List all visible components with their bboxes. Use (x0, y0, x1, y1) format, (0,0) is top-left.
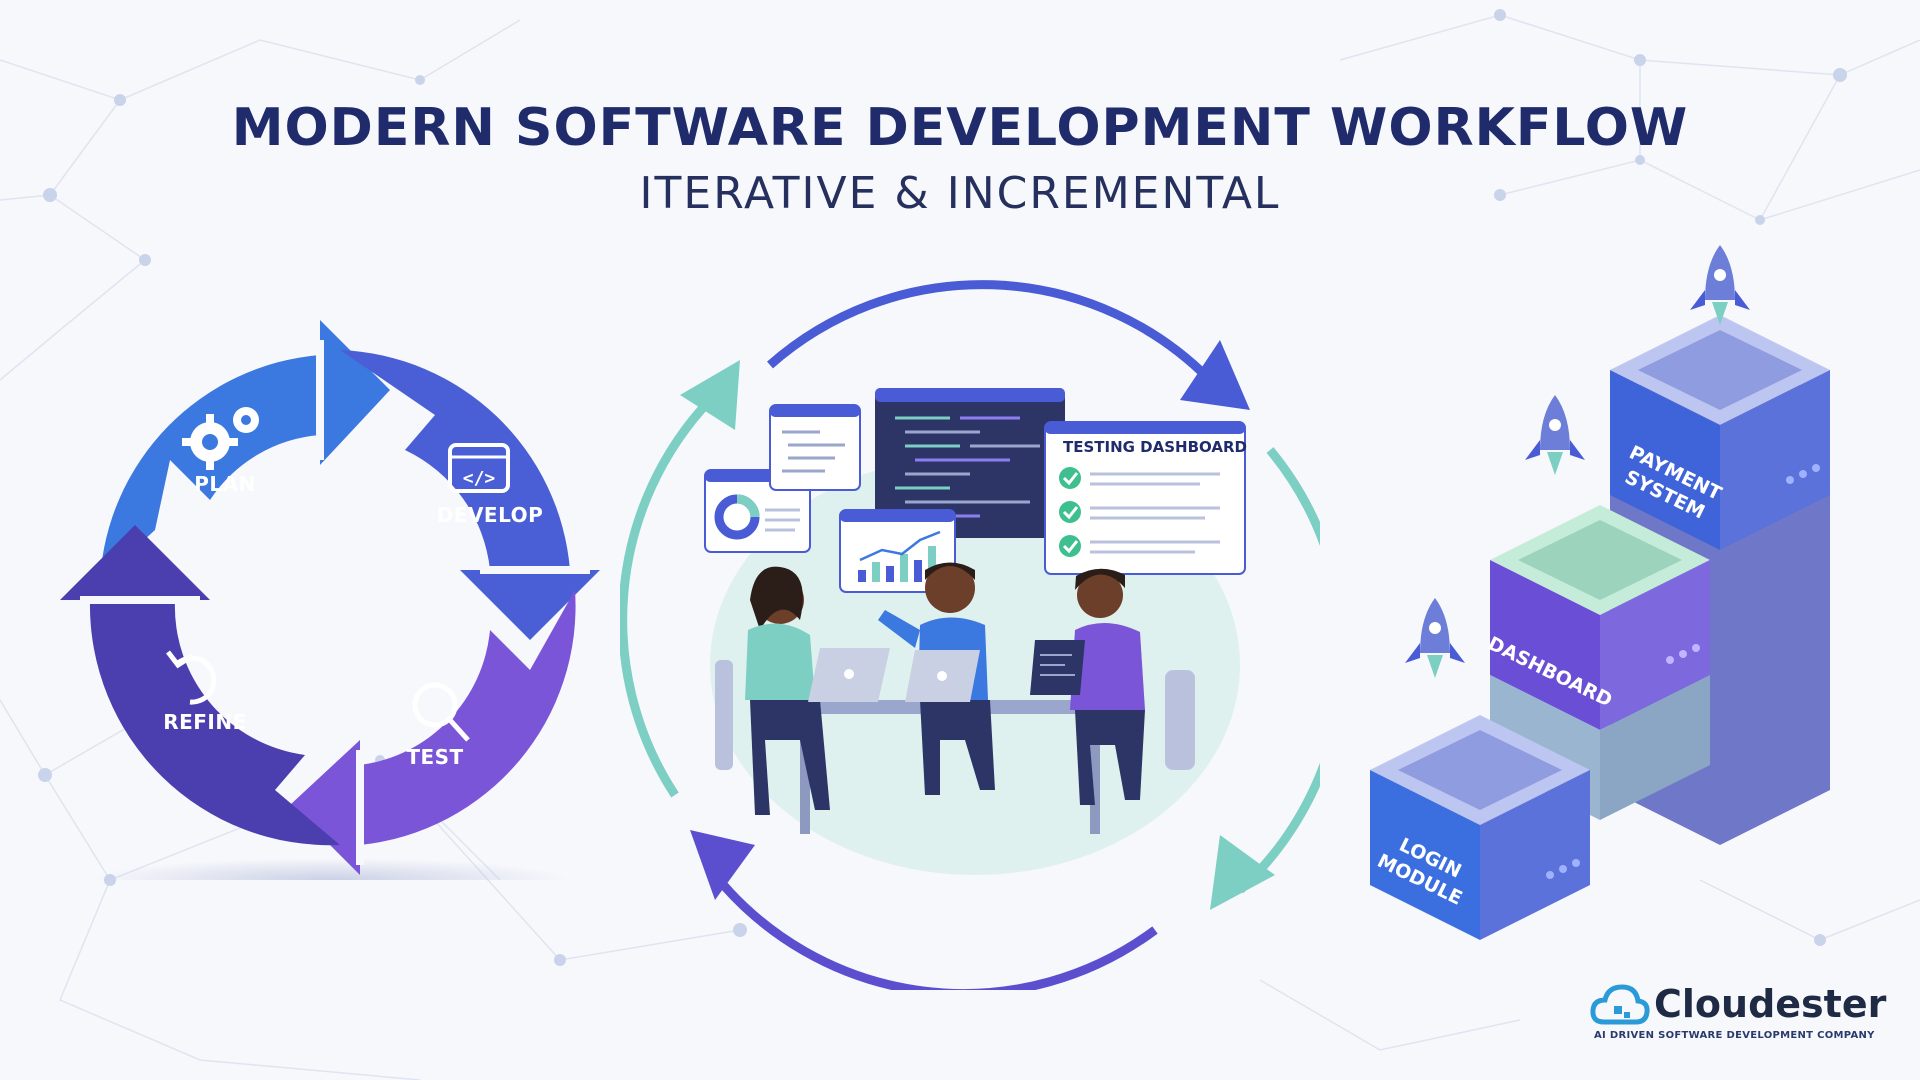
check-icon (1059, 467, 1081, 489)
iterative-cycle: </> PLAN DEVELOP TEST REFINE (60, 300, 620, 902)
cycle-arrow-bottom-head (690, 830, 755, 900)
cloud-icon (1590, 984, 1650, 1025)
refine-segment (60, 525, 340, 846)
cycle-arrow-right-head (1210, 835, 1275, 910)
person-right (1070, 568, 1195, 805)
cycle-arrow-right (1236, 447, 1349, 894)
check-icon (1059, 501, 1081, 523)
rocket-icon (1525, 395, 1585, 475)
stage-label-develop: DEVELOP (436, 503, 544, 527)
team-illustration (618, 280, 1349, 999)
magnifier-icon (412, 682, 470, 742)
code-window-icon: </> (448, 443, 510, 493)
dashboard-title: TESTING DASHBOARD (1063, 438, 1247, 456)
page-subtitle: ITERATIVE & INCREMENTAL (639, 168, 1281, 219)
brand-tagline: AI DRIVEN SOFTWARE DEVELOPMENT COMPANY (1594, 1030, 1875, 1041)
rocket-icon (1690, 245, 1750, 325)
undo-arrow-icon (166, 650, 217, 705)
login-module-block (1370, 715, 1590, 940)
page-title: MODERN SOFTWARE DEVELOPMENT WORKFLOW (231, 98, 1689, 158)
team-collaboration-scene: TESTING DASHBOARD (618, 270, 1349, 999)
payment-system-block (1610, 315, 1830, 550)
brand-logo: Cloudester AI DRIVEN SOFTWARE DEVELOPMEN… (1590, 980, 1890, 1050)
person-left (715, 566, 830, 815)
stage-label-refine: REFINE (163, 710, 247, 734)
stage-label-test: TEST (406, 745, 464, 769)
incremental-stack: PAYMENT SYSTEM DASHBOARD LOGIN MODULE (1340, 230, 1880, 950)
module-stack (1370, 245, 1830, 940)
gears-icon (182, 407, 259, 470)
laptop-icon (808, 648, 890, 702)
cycle-arrow-top-head (1180, 340, 1250, 410)
code-snippet-window (769, 404, 861, 491)
laptop-icon (1030, 640, 1085, 695)
laptop-icon (905, 650, 980, 702)
svg-text:</>: </> (463, 468, 496, 489)
check-icon (1059, 535, 1081, 557)
cycle-ring: </> (60, 320, 600, 902)
dashboard-block (1490, 505, 1710, 820)
testing-dashboard-window (1044, 421, 1246, 575)
stage-label-plan: PLAN (194, 472, 256, 496)
brand-name: Cloudester (1654, 982, 1887, 1026)
cycle-arrow-left (618, 396, 714, 798)
rocket-icon (1405, 598, 1465, 678)
cycle-arrow-left-head (680, 360, 740, 430)
cycle-arrow-top (767, 280, 1214, 384)
cycle-arrow-bottom (711, 872, 1158, 999)
